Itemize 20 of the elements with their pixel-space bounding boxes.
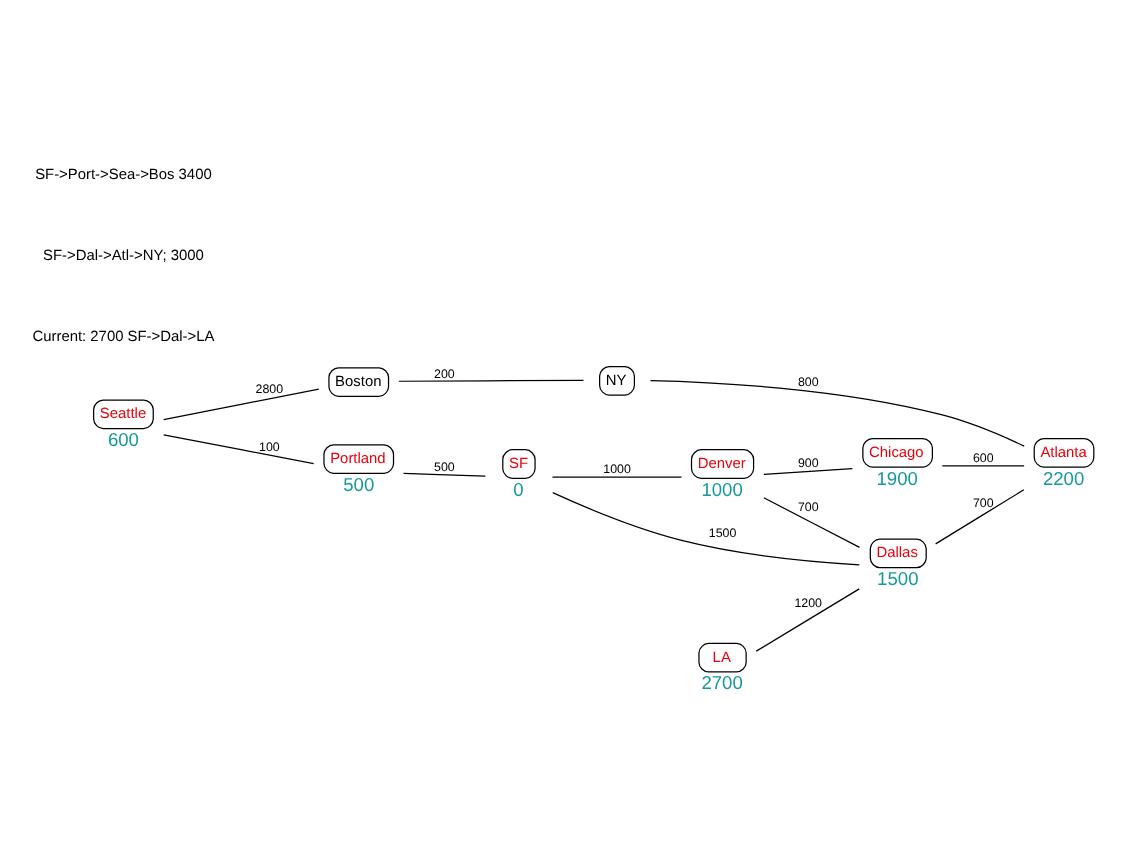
node-label: 1900 (876, 468, 918, 489)
node-label: 2700 (701, 673, 743, 694)
node-label: 2200 (1042, 468, 1085, 489)
connector (163, 434, 315, 465)
connector (763, 468, 853, 476)
connector (941, 465, 1025, 467)
connector (935, 489, 1025, 545)
connector (552, 492, 860, 566)
node-label: 1000 (701, 479, 743, 500)
connector (402, 472, 486, 477)
connector (551, 476, 683, 478)
node-label: 600 (107, 430, 139, 450)
connector (649, 379, 1025, 447)
node-label: 0 (513, 479, 524, 500)
node-label: 1500 (877, 569, 919, 590)
connector (763, 497, 861, 548)
node-label: 500 (343, 474, 375, 495)
connector (398, 379, 585, 382)
connector (163, 388, 320, 421)
connector (755, 588, 860, 652)
